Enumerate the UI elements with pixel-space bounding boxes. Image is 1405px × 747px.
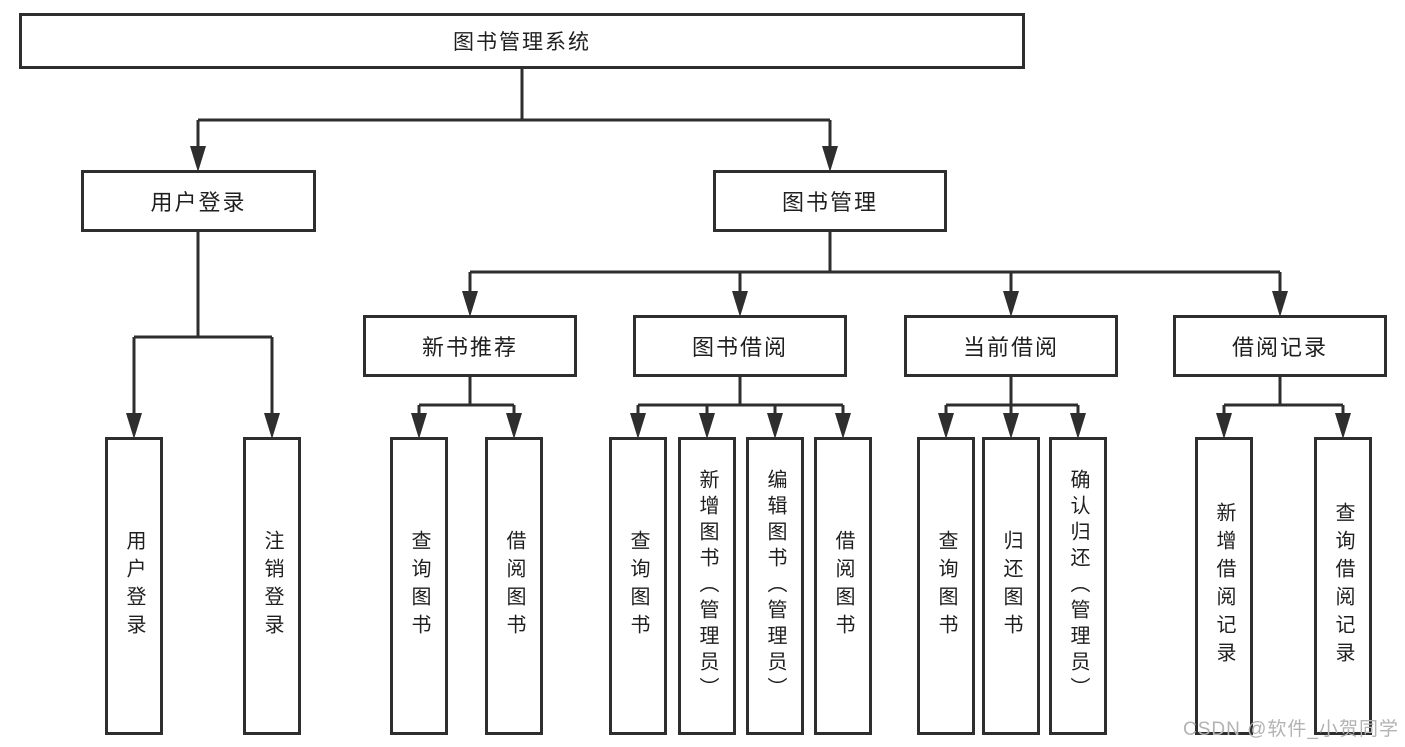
node-label: 归还图书 (1000, 530, 1022, 642)
node-label: 借阅记录 (1231, 335, 1328, 360)
node-book-management: 图书管理 (713, 170, 947, 232)
node-label: 新增借阅记录 (1213, 502, 1235, 670)
node-label: 查询图书 (935, 530, 957, 642)
leaf-add-books-admin: 新增图书（管理员） (678, 437, 736, 735)
node-label: 注销登录 (261, 530, 283, 642)
leaf-add-borrow-record: 新增借阅记录 (1195, 437, 1253, 735)
node-label: 编辑图书（管理员） (764, 469, 786, 703)
node-book-borrow: 图书借阅 (633, 315, 847, 377)
node-label: 新书推荐 (421, 335, 518, 360)
leaf-query-books-current: 查询图书 (917, 437, 975, 735)
node-label: 确认归还（管理员） (1067, 469, 1089, 703)
node-label: 图书管理 (781, 190, 878, 215)
node-label: 查询借阅记录 (1332, 502, 1354, 670)
node-label: 图书借阅 (691, 335, 788, 360)
leaf-borrow-books: 借阅图书 (814, 437, 872, 735)
node-label: 借阅图书 (503, 530, 525, 642)
leaf-edit-books-admin: 编辑图书（管理员） (746, 437, 804, 735)
node-label: 用户登录 (123, 530, 145, 642)
watermark: CSDN @软件_小贺同学 (1183, 719, 1399, 740)
node-label: 查询图书 (627, 530, 649, 642)
node-label: 用户登录 (150, 190, 247, 215)
leaf-borrow-books-recommend: 借阅图书 (485, 437, 543, 735)
leaf-query-books-borrow: 查询图书 (609, 437, 667, 735)
leaf-query-books-recommend: 查询图书 (390, 437, 448, 735)
node-new-book-recommend: 新书推荐 (363, 315, 577, 377)
node-current-borrow: 当前借阅 (904, 315, 1118, 377)
leaf-logout: 注销登录 (243, 437, 301, 735)
leaf-query-borrow-record: 查询借阅记录 (1314, 437, 1372, 735)
node-borrow-records: 借阅记录 (1173, 315, 1387, 377)
arrowheads (126, 146, 1351, 439)
node-label: 新增图书（管理员） (696, 469, 718, 703)
node-label: 图书管理系统 (453, 31, 591, 54)
leaf-user-login: 用户登录 (105, 437, 163, 735)
node-label: 当前借阅 (962, 335, 1059, 360)
connector-strokes (132, 69, 1345, 420)
node-label: 借阅图书 (832, 530, 854, 642)
node-root: 图书管理系统 (19, 13, 1025, 69)
leaf-return-books: 归还图书 (982, 437, 1040, 735)
node-label: 查询图书 (408, 530, 430, 642)
node-user-login: 用户登录 (81, 170, 316, 232)
leaf-confirm-return-admin: 确认归还（管理员） (1049, 437, 1107, 735)
